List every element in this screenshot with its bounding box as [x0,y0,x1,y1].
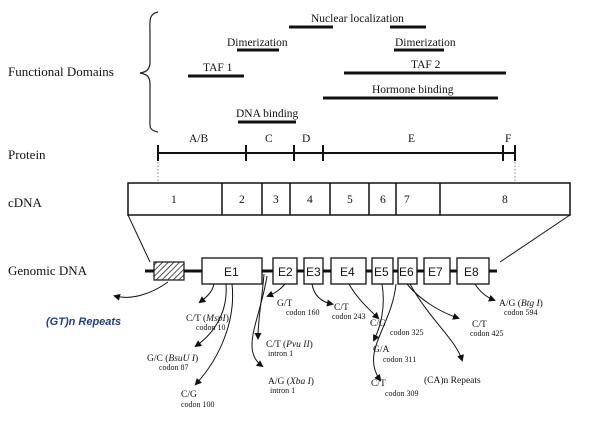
arrow-ca-repeats [409,283,464,362]
row-label-cdna: cDNA [8,195,43,210]
cdna-segment-8: 8 [502,194,508,206]
arrow-cg325 [348,283,380,320]
mutation-labels: C/T (MspI) codon 10 G/C (BsuU I) codon 8… [147,298,543,409]
row-label-protein: Protein [8,147,46,162]
cdna-segment-2: 2 [239,194,245,206]
mutation-xbai-loc: intron 1 [270,386,295,395]
arrow-ct243 [311,283,334,307]
exon-label-e4: E4 [340,265,355,279]
domain-label-hormone-binding: Hormone binding [372,84,454,96]
row-label-functional-domains: Functional Domains [8,64,114,79]
exon-label-e7: E7 [428,265,443,279]
row-label-genomic-dna: Genomic DNA [8,263,88,278]
domain-label-dimerization-2: Dimerization [395,37,456,49]
exon-box-e4 [330,257,367,285]
protein-region-c: C [265,133,273,145]
mutation-gt160-loc: codon 160 [286,308,320,317]
mutation-pvuii: C/T (Pvu II) [266,339,313,350]
mutation-ct425-loc: codon 425 [470,329,504,338]
genomic-map: E1 E2 E3 E4 E5 E6 E7 E8 [145,257,497,285]
mutation-pvuii-loc: intron 1 [268,349,293,358]
ca-repeats-label: (CA)n Repeats [424,375,481,386]
mutation-btgi: A/G (Btg I) [499,298,543,309]
mutation-bsuI: G/C (BsuU I) [147,353,198,364]
exon-label-e6: E6 [399,265,414,279]
exon-box-e3 [303,257,324,285]
arrow-mspi [198,283,215,304]
mutation-ct243: C/T [334,303,349,313]
domain-label-dna-binding: DNA binding [236,108,299,120]
cdna-segment-6: 6 [380,194,386,206]
mutation-xbai: A/G (Xba I) [268,376,314,387]
protein-region-f: F [505,133,511,145]
cdna-segment-3: 3 [273,194,279,206]
mutation-ct425: C/T [472,320,487,330]
arrow-gt-repeats [113,281,169,301]
functional-domains: Nuclear localization Dimerization Dimeri… [188,13,506,124]
domain-label-nuclear-localization: Nuclear localization [311,13,404,25]
exon-box-e8 [456,257,490,285]
cdna-map: 1 2 3 4 5 6 7 8 [127,182,571,216]
protein-region-d: D [302,133,310,145]
mutation-arrows [113,273,496,386]
mutation-ga311-loc: codon 311 [383,355,416,364]
gt-repeats-label: (GT)n Repeats [46,316,121,328]
arrow-cg100 [194,283,234,386]
mutation-bsuI-loc: codon 87 [159,363,189,372]
exon-label-e5: E5 [374,265,389,279]
arrow-ct425 [406,283,460,320]
mutation-cg100-loc: codon 100 [181,400,215,409]
mutation-ga311: G/A [373,345,390,355]
projection-line-left [127,214,151,263]
arrow-bsuI [194,283,227,348]
domain-label-taf1: TAF 1 [203,62,233,74]
promoter-hatched-box [153,261,185,281]
mutation-cg100: C/G [181,390,197,400]
mutation-cg325-loc: codon 325 [390,328,424,337]
mutation-btgi-loc: codon 594 [504,308,538,317]
cdna-segment-4: 4 [307,194,313,206]
mutation-gt160: G/T [277,299,293,309]
arrow-btgi [474,283,496,302]
domain-label-taf2: TAF 2 [411,59,441,71]
mutation-mspi-loc: codon 10 [196,323,226,332]
protein-region-ab: A/B [189,133,209,145]
mutation-mspi: C/T (MspI) [186,313,229,324]
domain-label-dimerization-1: Dimerization [227,37,288,49]
cdna-segment-5: 5 [347,194,353,206]
exon-label-e3: E3 [306,265,321,279]
mutation-ct309: C/T [371,379,386,389]
exon-label-e8: E8 [464,265,479,279]
protein-map: A/B C D E F [157,133,516,183]
mutation-cg325: C/G [370,319,386,329]
arrow-pvuii [254,273,265,340]
mutation-ct309-loc: codon 309 [385,389,419,398]
protein-region-e: E [408,133,415,145]
exon-box-e7 [423,257,451,285]
exon-label-e2: E2 [278,265,293,279]
arrow-ga311 [373,283,384,342]
exon-label-e1: E1 [224,265,239,279]
cdna-segment-7: 7 [404,194,410,206]
arrow-xbai [251,275,268,368]
arrow-gt160 [266,283,286,298]
cdna-segment-1: 1 [171,194,177,206]
projection-line-right [499,214,571,263]
mutation-ct243-loc: codon 243 [332,312,366,321]
functional-domains-brace [139,11,159,133]
arrow-ct309 [373,283,397,382]
